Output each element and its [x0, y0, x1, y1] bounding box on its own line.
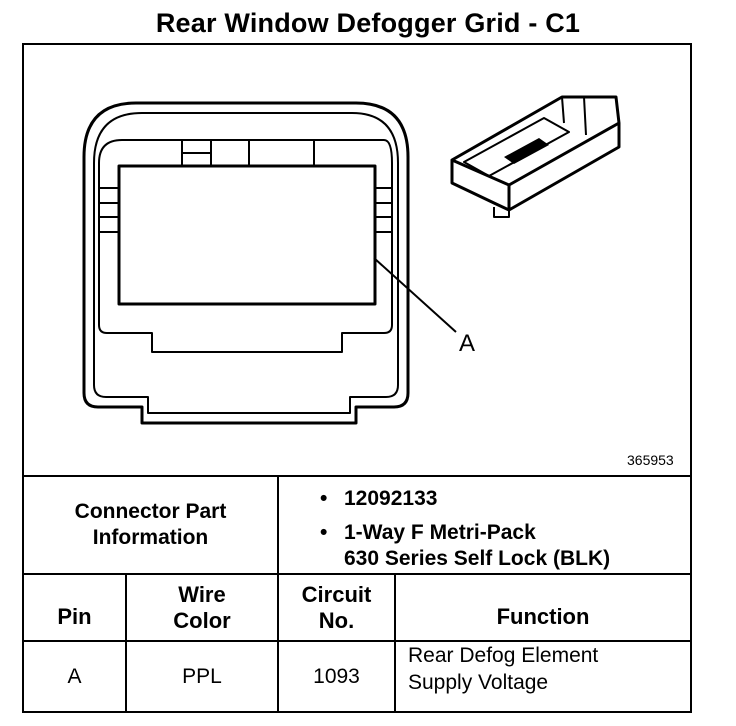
row-function-line2: Supply Voltage: [408, 671, 549, 694]
connector-sheet: A 365953 Connector Part Information • 1: [22, 43, 692, 713]
connector-body-top: [450, 95, 621, 187]
locking-tab: [181, 140, 212, 166]
divider-col-1: [125, 573, 127, 711]
divider-info-vertical: [277, 475, 279, 573]
connector-latch: [493, 207, 510, 218]
figure-number: 365953: [627, 452, 674, 468]
divider-info-header: [24, 573, 690, 575]
description-line1: 1-Way F Metri-Pack: [344, 521, 536, 544]
divider-col-2: [277, 573, 279, 711]
connector-isometric-drawing: [450, 95, 621, 218]
part-number: 12092133: [344, 487, 438, 510]
row-pin: A: [67, 664, 82, 688]
connector-illustration: A 365953: [24, 45, 690, 475]
divider-header-row: [24, 640, 690, 642]
connector-face-drawing: [82, 101, 457, 425]
bullet: •: [320, 487, 328, 510]
connector-housing-outline: [82, 101, 410, 425]
side-rail-right: [375, 187, 392, 233]
row-function: Rear Defog Element Supply Voltage: [396, 642, 690, 711]
row-wire-color: PPL: [182, 664, 222, 688]
connector-info-details: • 12092133 • 1-Way F Metri-Pack 630 Seri…: [320, 486, 610, 572]
connector-info-label-line2: Information: [92, 526, 209, 549]
description-item: • 1-Way F Metri-Pack: [320, 520, 610, 546]
row-circuit: 1093: [313, 664, 360, 688]
header-function: Function: [496, 603, 590, 629]
header-wire-color: Wire Color: [127, 575, 277, 640]
connector-info-label: Connector Part Information: [24, 477, 277, 573]
header-wire-color-line1: Wire: [178, 581, 226, 607]
connector-inner-frame: [98, 139, 393, 353]
header-wire-color-line2: Color: [173, 607, 231, 633]
connector-opening: [463, 117, 570, 177]
keyway-slot: [248, 140, 315, 166]
connector-info-label-line1: Connector Part: [74, 500, 227, 523]
callout-label-a: A: [459, 330, 475, 357]
page-title: Rear Window Defogger Grid - C1: [155, 8, 581, 38]
side-rail-left: [99, 187, 119, 233]
divider-figure-info: [24, 475, 690, 477]
header-circuit-line2: No.: [318, 607, 355, 633]
connector-body-side: [507, 123, 621, 212]
connector-front-face: [450, 160, 510, 212]
header-pin: Pin: [57, 603, 92, 629]
connector-housing-inner-outline: [93, 112, 399, 414]
row-function-line1: Rear Defog Element: [408, 644, 599, 667]
terminal-cavity: [117, 164, 377, 306]
divider-col-3: [394, 573, 396, 711]
header-circuit-no: Circuit No.: [279, 575, 394, 640]
part-number-item: • 12092133: [320, 486, 610, 512]
bullet: •: [320, 521, 328, 544]
callout-leader-line: [373, 257, 457, 333]
connector-shading: [504, 138, 549, 164]
header-circuit-line1: Circuit: [301, 581, 372, 607]
description-line2: 630 Series Self Lock (BLK): [344, 547, 611, 570]
connector-ridge: [561, 96, 587, 136]
